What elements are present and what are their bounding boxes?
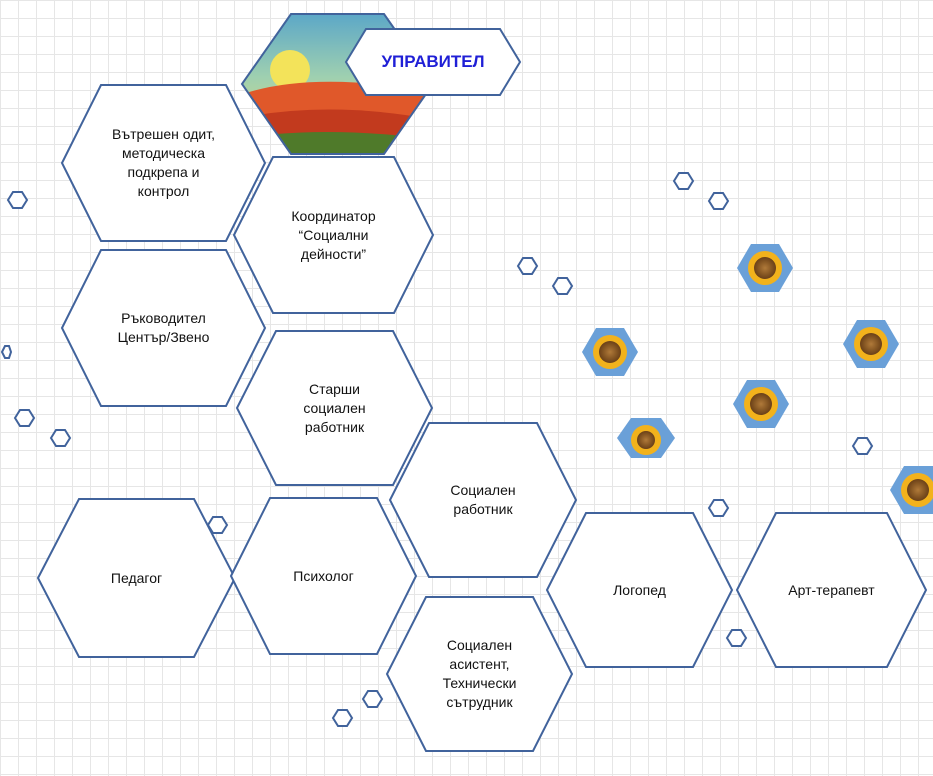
speech-therapist-hexagon [545,512,734,668]
hexagon-outline-icon [331,709,354,727]
sunflower-icon [733,380,789,428]
senior-social-worker-text: Старши социален работник [303,380,366,435]
sunflower-icon [737,244,793,292]
coordinator-label: Координатор “Социални дейности” [273,157,394,313]
senior-social-worker-hexagon [235,330,434,486]
hexagon-outline-icon [725,629,748,647]
center-head-text: Ръководител Център/Звено [117,310,210,345]
title-hexagon [344,28,522,96]
social-assistant-hexagon [385,596,574,752]
social-worker-text: Социален работник [450,482,516,517]
sunflower-icon [843,320,899,368]
pedagogue-label: Педагог [79,499,194,657]
hexagon-outline-icon [361,690,384,708]
coordinator-text: Координатор “Социални дейности” [291,207,376,262]
internal-audit-hexagon [60,84,267,242]
center-head-hexagon [60,249,267,407]
hexagon-outline-icon [707,499,730,517]
hexagon-outline-icon [0,345,13,359]
internal-audit-text: Вътрешен одит, методическа подкрепа и ко… [112,126,215,199]
psychologist-hexagon [229,497,418,655]
senior-social-worker-label: Старши социален работник [276,331,393,485]
art-therapist-hexagon [735,512,928,668]
sunflower-icon [582,328,638,376]
coordinator-hexagon [232,156,435,314]
landscape-logo-icon [240,13,435,155]
hexagon-outline-icon [707,192,730,210]
social-assistant-label: Социален асистент, Технически сътрудник [426,597,533,751]
hexagon-outline-icon [672,172,695,190]
hexagon-outline-icon [206,516,229,534]
speech-therapist-text: Логопед [613,581,666,598]
sunflower-icon [890,466,933,514]
hexagon-outline-icon [851,437,874,455]
psychologist-text: Психолог [293,567,354,584]
hexagon-outline-icon [6,191,29,209]
art-therapist-label: Арт-терапевт [776,513,887,667]
sunflower-icon [617,418,675,458]
art-therapist-text: Арт-терапевт [788,581,875,598]
social-assistant-text: Социален асистент, Технически сътрудник [442,637,517,710]
page-title: УПРАВИТЕЛ [366,29,500,95]
hexagon-outline-icon [13,409,36,427]
title-label: УПРАВИТЕЛ [381,52,485,71]
psychologist-label: Психолог [270,498,377,654]
pedagogue-text: Педагог [110,569,163,586]
internal-audit-label: Вътрешен одит, методическа подкрепа и ко… [101,85,226,241]
hexagon-outline-icon [551,277,574,295]
speech-therapist-label: Логопед [586,513,693,667]
hexagon-outline-icon [49,429,72,447]
sunflower-decorations [582,244,933,514]
social-worker-hexagon [388,422,578,578]
hexagon-outline-icon [516,257,539,275]
center-head-label: Ръководител Център/Звено [101,250,226,406]
social-worker-label: Социален работник [429,423,537,577]
